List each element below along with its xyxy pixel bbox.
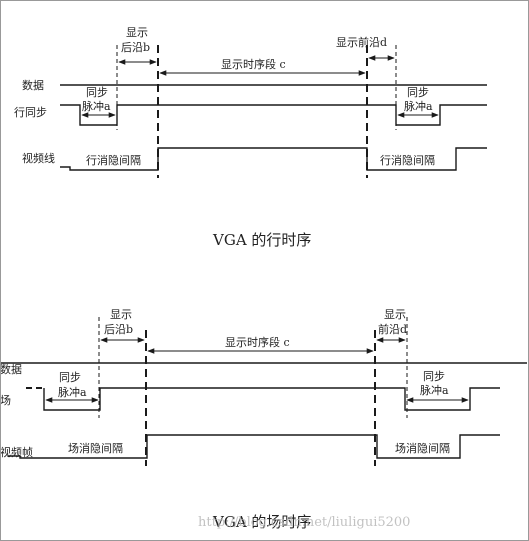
h-back-porch-label-1: 显示: [126, 26, 148, 39]
vertical-timing: [0, 317, 527, 466]
h-label-sync: 行同步: [14, 106, 47, 119]
v-display-period-label: 显示时序段 c: [225, 335, 290, 349]
v-label-sync: 场: [0, 393, 11, 407]
v-front-porch-label-2: 前沿d: [378, 322, 407, 336]
watermark: http://blog.csdn.net/liuligui5200: [198, 515, 410, 530]
h-title: VGA 的行时序: [212, 231, 311, 249]
v-front-porch-label-1: 显示: [384, 308, 406, 321]
h-video-waveform: [60, 147, 487, 171]
v-sync-pulse-a-label: 脉冲a: [58, 385, 87, 399]
v-blank-right-label: 场消隐间隔: [395, 441, 450, 455]
h-label-video: 视频线: [22, 151, 55, 165]
v-sync-pulse-right-label: 同步: [423, 370, 445, 383]
h-back-porch-label-2: 后沿b: [121, 41, 150, 54]
h-front-porch-label: 显示前沿d: [336, 35, 387, 49]
horizontal-timing: [60, 45, 487, 178]
v-title: VGA 的场时序: [212, 513, 311, 531]
v-blank-left-label: 场消隐间隔: [68, 441, 123, 455]
v-label-video: 视频帧: [0, 445, 33, 459]
h-blank-right-label: 行消隐间隔: [380, 153, 435, 167]
h-sync-pulse-label: 同步: [86, 86, 108, 99]
horizontal-labels: 数据 行同步 视频线 同步 脉冲a 显示 后沿b 显示前沿d 显示时序段 c 同…: [14, 26, 435, 249]
v-sync-pulse-right-a-label: 脉冲a: [420, 383, 449, 397]
v-back-porch-label-2: 后沿b: [104, 323, 133, 336]
vertical-labels: 数据 场 视频帧 同步 脉冲a 显示 后沿b 显示 前沿d 显示时序段 c 同步…: [0, 308, 450, 531]
v-sync-pulse-label: 同步: [59, 371, 81, 384]
h-sync-pulse-a-label: 脉冲a: [82, 99, 111, 113]
v-video-waveform: [8, 434, 500, 459]
h-display-period-label: 显示时序段 c: [221, 57, 286, 71]
h-blank-left-label: 行消隐间隔: [86, 153, 141, 167]
h-sync-waveform: [60, 104, 487, 126]
h-sync-pulse-right-label: 同步: [407, 86, 429, 99]
v-label-data: 数据: [0, 362, 22, 376]
v-sync-waveform: [43, 387, 500, 411]
v-back-porch-label-1: 显示: [110, 308, 132, 321]
h-label-data: 数据: [22, 78, 44, 92]
h-sync-pulse-right-a-label: 脉冲a: [404, 99, 433, 113]
